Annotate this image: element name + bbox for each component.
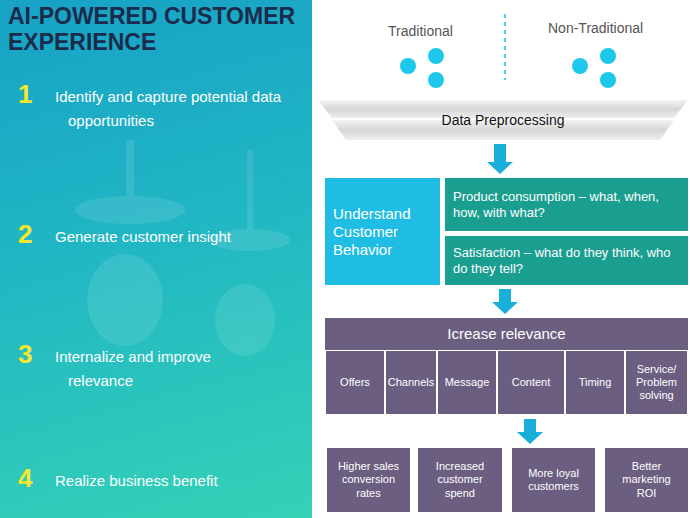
benefit-box: Increased customer spend [418,448,502,512]
node-text: Increased customer spend [426,460,494,500]
node-text: More loyal customers [520,467,587,493]
preprocessing-band: Data Preprocessing [318,100,688,140]
node-text: Service/ Problem solving [628,363,685,403]
page-title: AI-POWERED CUSTOMER EXPERIENCE [8,4,308,56]
step-text: Generate customer insight [55,225,295,249]
node-text: Understand Customer Behavior [333,205,432,259]
benefit-box: Higher sales conversion rates [327,448,410,512]
step-text: Internalize and improve relevance [55,345,275,393]
relevance-cell: Channels [385,350,437,415]
node-text: Data Preprocessing [442,112,565,129]
step-text: Identify and capture potential data oppo… [55,85,295,133]
relevance-cell: Offers [325,350,385,415]
flow-arrow [517,419,543,444]
data-dots [400,48,616,88]
lamp-illustration [75,140,290,356]
node-text: Message [445,376,490,389]
step-number: 1 [18,80,32,109]
relevance-cell: Service/ Problem solving [625,350,688,415]
node-text: Offers [340,376,370,389]
divider-line [504,14,506,80]
relevance-cell: Message [437,350,497,415]
relevance-cell: Timing [565,350,625,415]
relevance-cell: Content [497,350,565,415]
consumption-box: Product consumption – what, when, how, w… [445,178,688,231]
benefit-box: More loyal customers [512,448,595,512]
side-panel [0,0,312,518]
step-text: Realize business benefit [55,469,295,493]
step-number: 4 [18,464,32,493]
node-text: Better marketing ROI [613,460,680,500]
source-label: Traditional [388,20,453,42]
source-label: Non-Traditional [548,17,643,39]
node-text: Satisfaction – what do they think, who d… [453,245,680,276]
flow-arrow [487,144,513,174]
flow-arrow [492,289,518,314]
node-text: Product consumption – what, when, how, w… [453,189,680,220]
satisfaction-box: Satisfaction – what do they think, who d… [445,236,688,285]
node-text: Timing [579,376,612,389]
node-text: Channels [388,376,434,389]
node-text: Icrease relevance [325,318,688,350]
step-number: 3 [18,340,32,369]
node-text: Content [512,376,551,389]
behavior-box: Understand Customer Behavior [325,178,440,285]
relevance-block: Icrease relevanceOffers Channels Message Co… [325,318,688,415]
node-text: Higher sales conversion rates [335,460,402,500]
step-number: 2 [18,220,32,249]
benefit-box: Better marketing ROI [605,448,688,512]
